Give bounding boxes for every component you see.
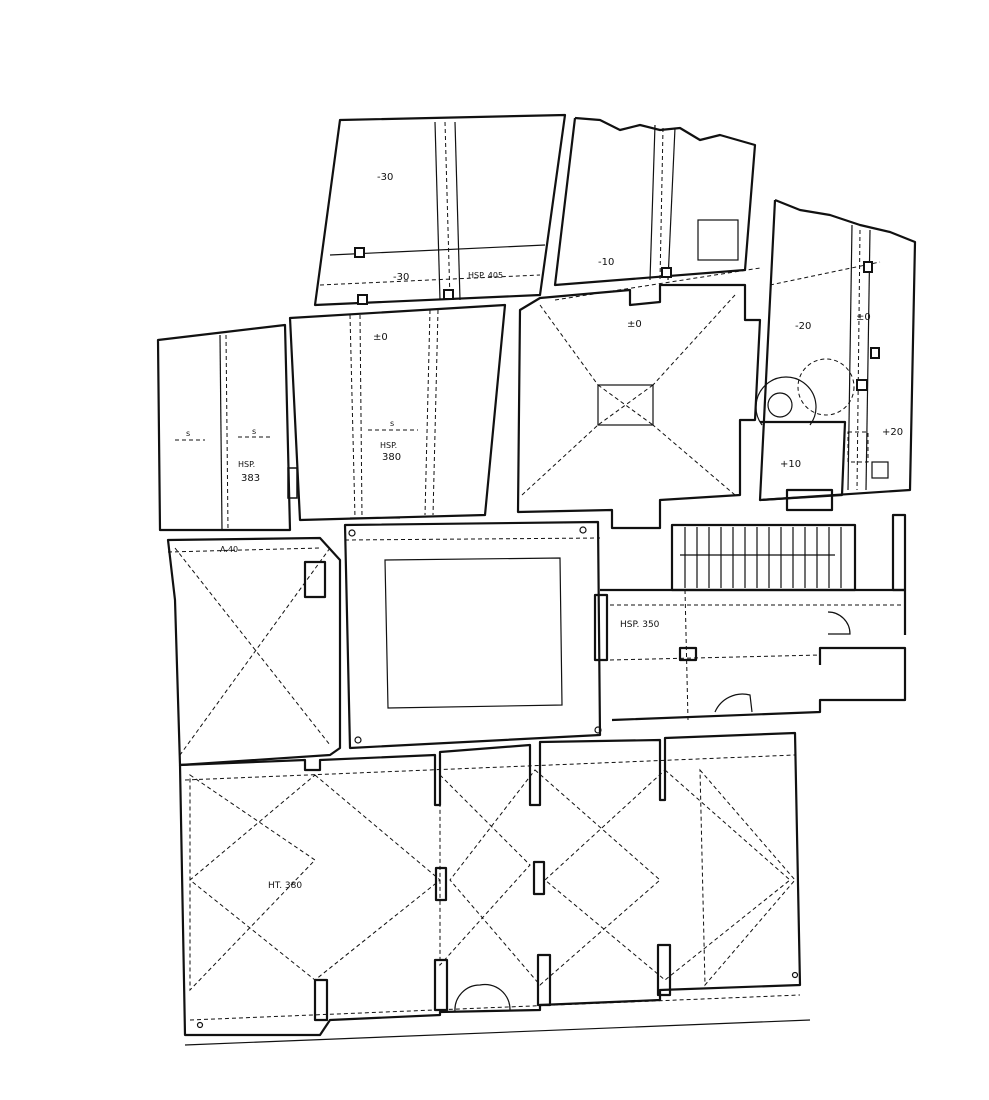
room-top-middle <box>553 116 761 301</box>
corridor-hsp-350 <box>600 513 907 722</box>
label-level: ±0 <box>627 319 642 330</box>
label-level: -10 <box>598 257 614 268</box>
label-height: A.40 <box>220 545 238 554</box>
label-span: s <box>186 429 190 438</box>
label-level: ±0 <box>373 332 388 343</box>
label-hsp: 383 <box>241 473 260 484</box>
room-ht-380 <box>178 731 811 1046</box>
label-level: +20 <box>882 427 903 438</box>
label-hsp: HSP. 405 <box>468 271 503 280</box>
label-hsp: HSP. <box>238 460 255 469</box>
room-left-vault <box>166 536 342 767</box>
label-level: -30 <box>377 172 393 183</box>
staircase <box>670 523 857 592</box>
label-hsp: HSP. 350 <box>620 620 660 630</box>
label-level: -20 <box>795 321 811 332</box>
label-level: ±0 <box>856 312 871 323</box>
label-hsp: 380 <box>382 452 401 463</box>
label-level: -30 <box>393 272 409 283</box>
label-span: s <box>252 427 256 436</box>
label-ht: HT. 380 <box>268 881 302 891</box>
room-hsp-383 <box>156 323 298 532</box>
room-top-left <box>313 113 567 307</box>
room-hsp-380 <box>288 303 507 522</box>
label-hsp: HSP. <box>380 441 397 450</box>
courtyard <box>343 520 609 750</box>
room-pyramid <box>516 283 762 530</box>
plan-labels: -30 -30 HSP. 405 -10 ±0 ±0 -20 ±0 +20 +1… <box>175 172 903 891</box>
label-level: +10 <box>780 459 801 470</box>
label-span: s <box>390 419 394 428</box>
room-right <box>755 198 917 512</box>
